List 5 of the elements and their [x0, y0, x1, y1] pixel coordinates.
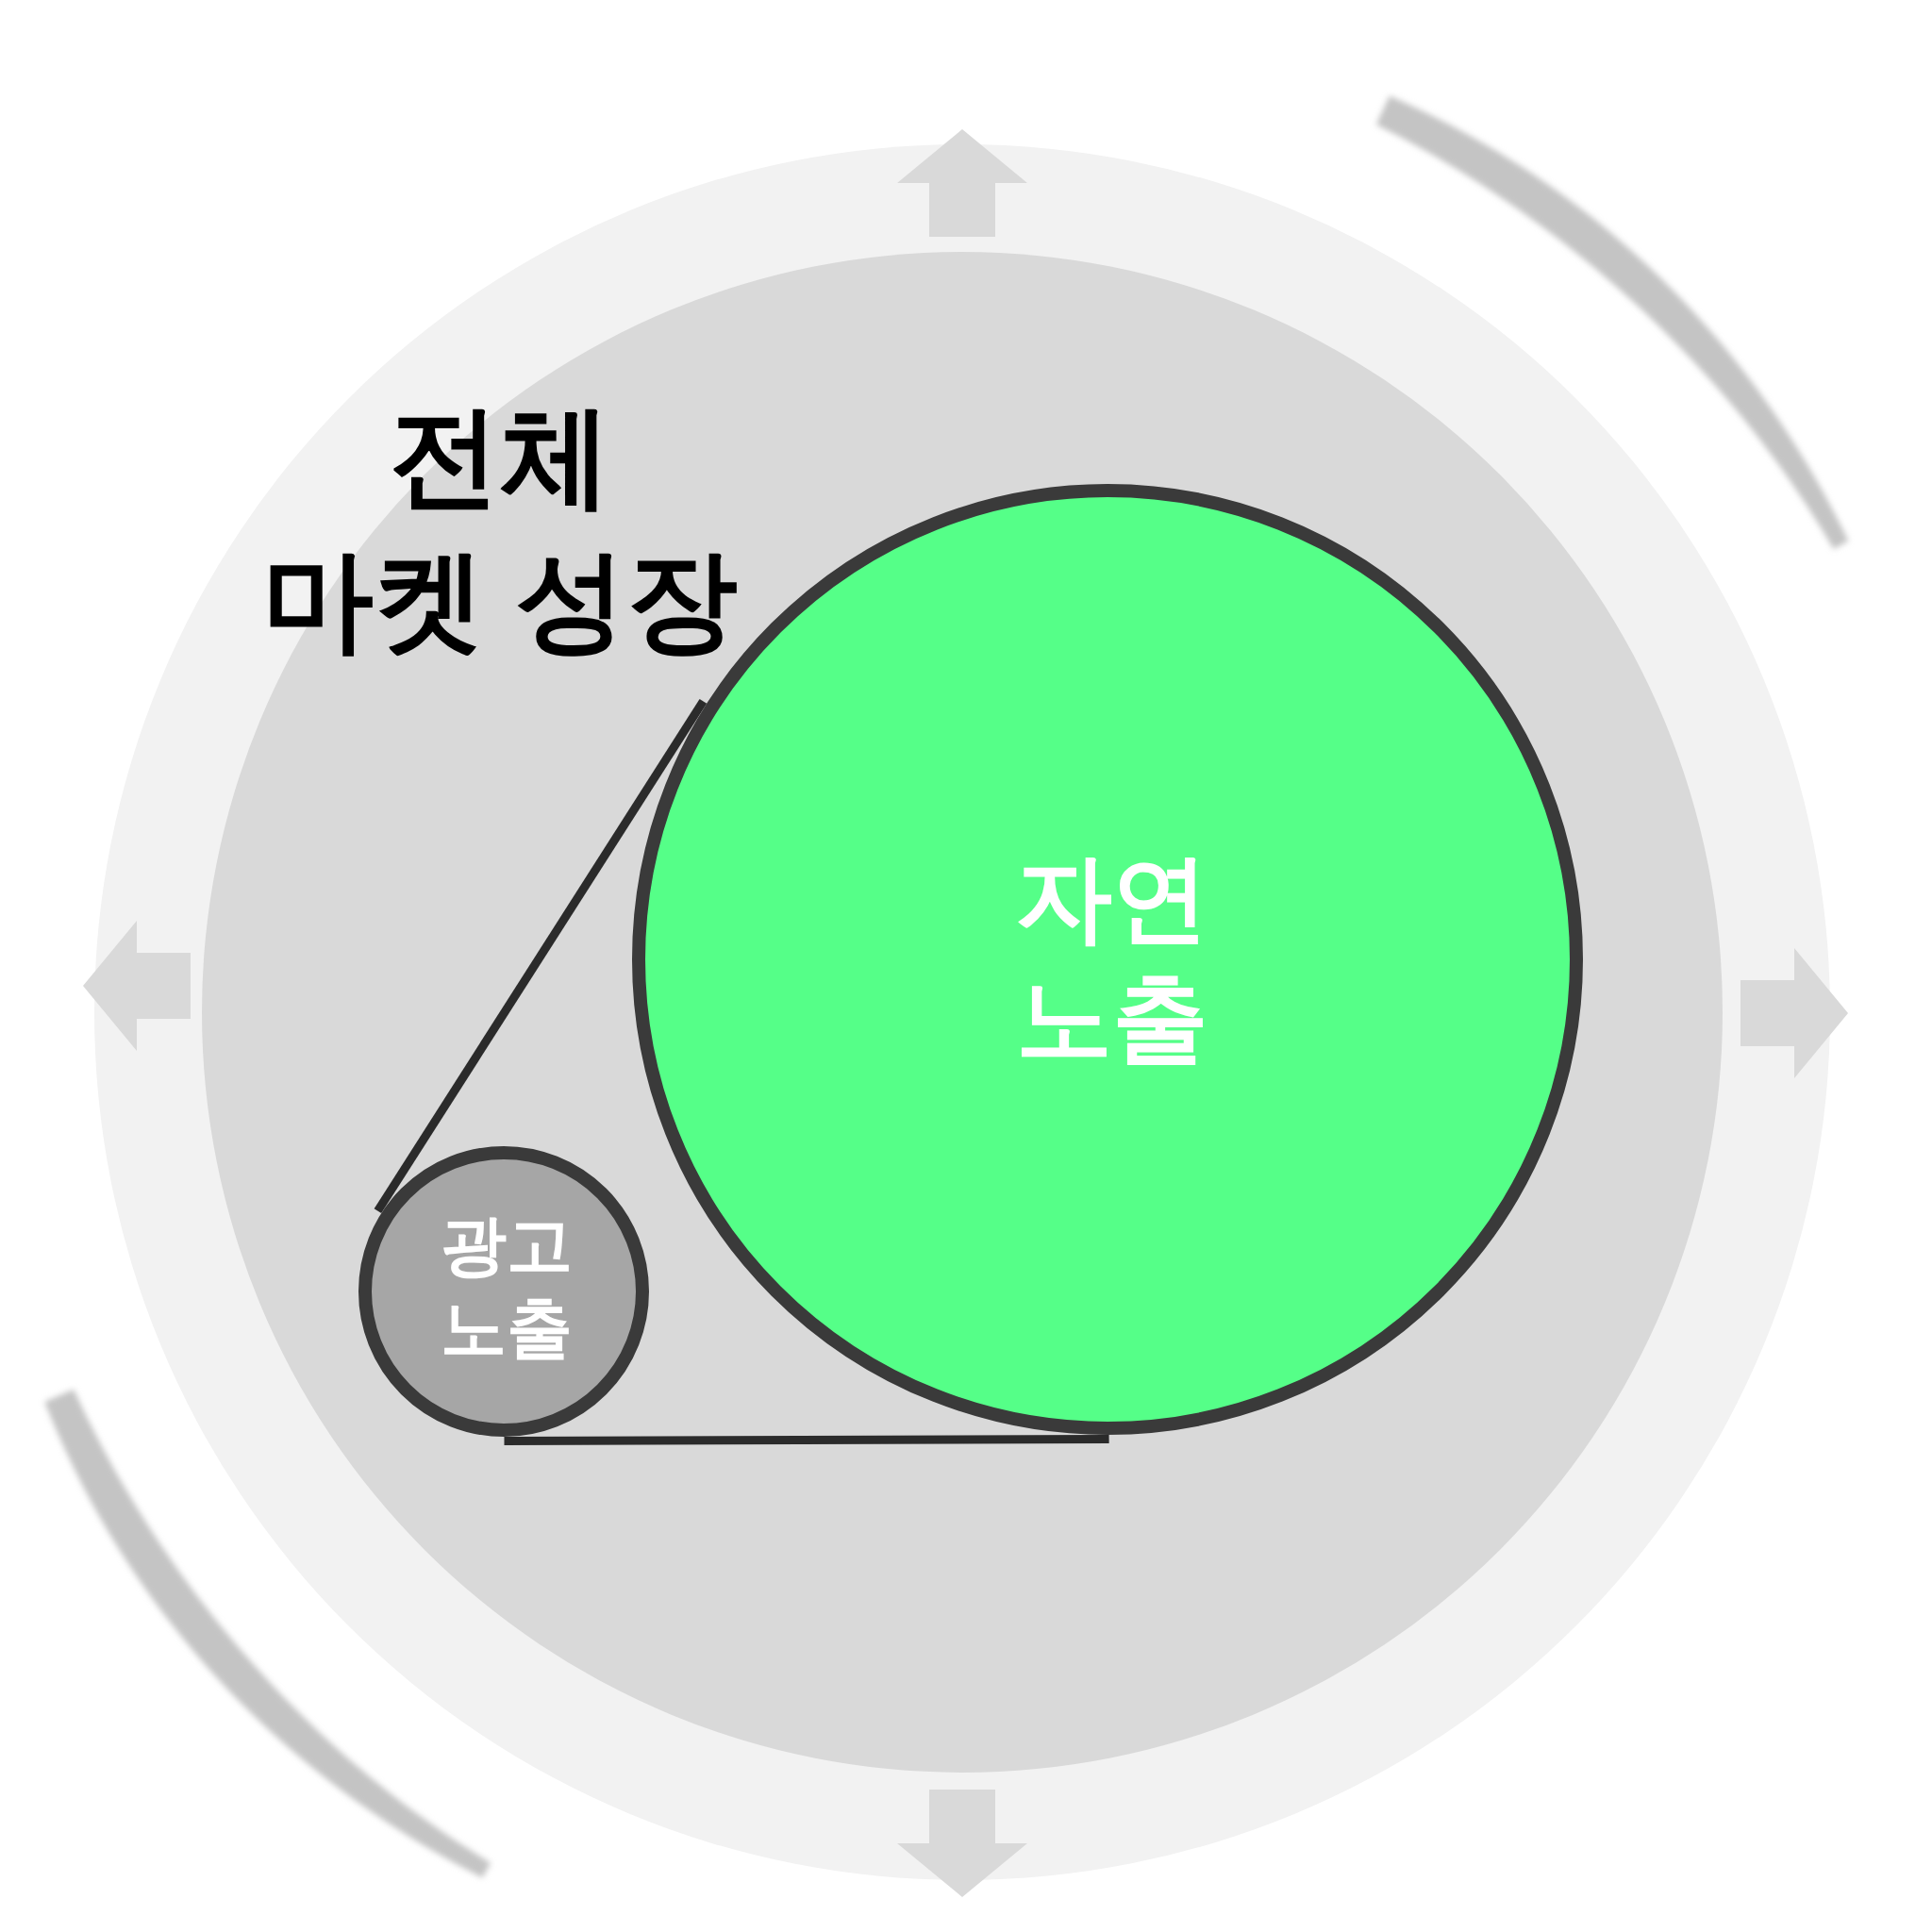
node-label: 자연 노출	[1016, 842, 1208, 1074]
belt-line	[374, 698, 708, 1214]
node-label: 광고 노출	[441, 1207, 573, 1366]
belt-line	[504, 1435, 1109, 1445]
node-title: 전체 마켓 성장	[261, 391, 739, 664]
